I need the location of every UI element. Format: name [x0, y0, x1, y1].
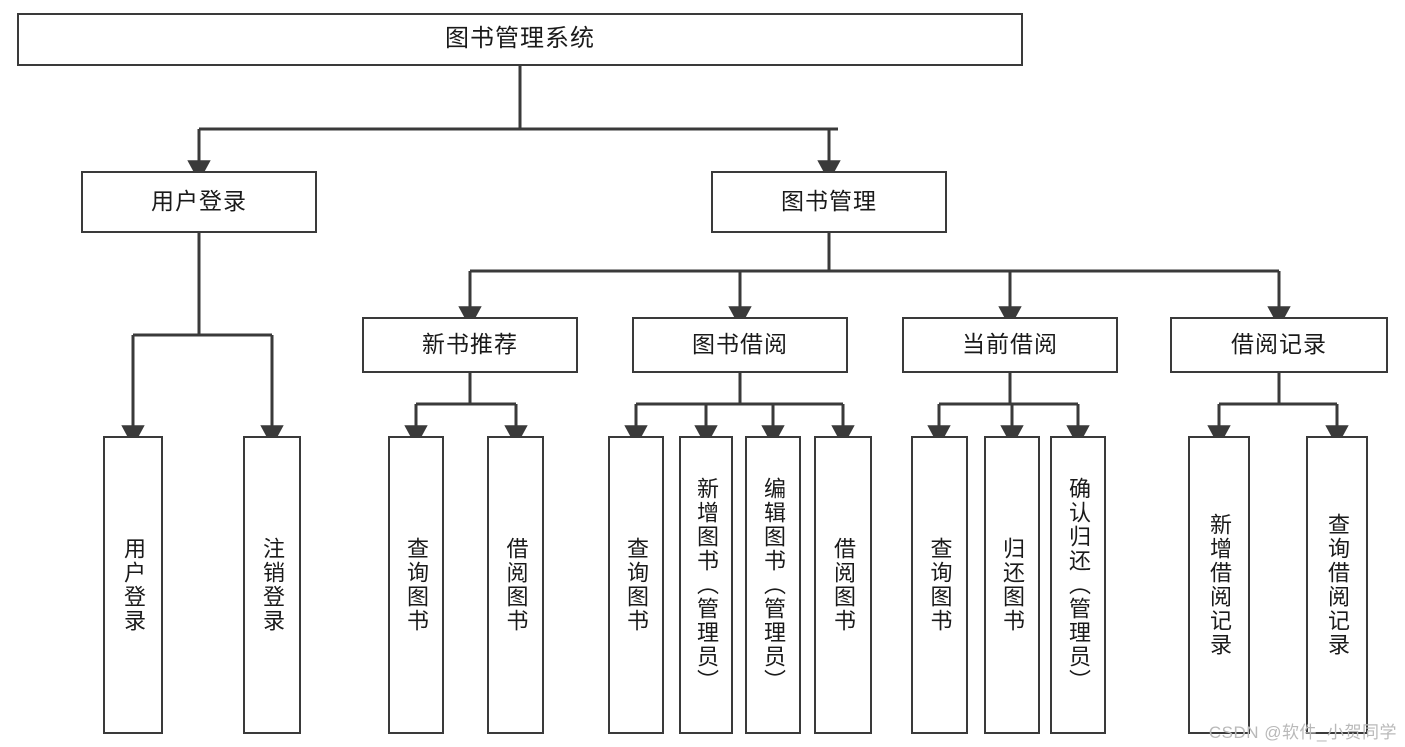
node-label: 编辑图书（管理员）	[760, 477, 786, 693]
node-leaf-query-borrow-record[interactable]: 查询借阅记录	[1306, 436, 1368, 734]
node-leaf-return-book[interactable]: 归还图书	[984, 436, 1040, 734]
node-leaf-edit-book-admin[interactable]: 编辑图书（管理员）	[745, 436, 801, 734]
node-label: 确认归还（管理员）	[1065, 477, 1091, 693]
node-label: 图书借阅	[692, 331, 788, 358]
node-label: 新书推荐	[422, 331, 518, 358]
node-label: 归还图书	[999, 537, 1025, 633]
node-label: 用户登录	[151, 188, 247, 215]
node-label: 新增图书（管理员）	[693, 477, 719, 693]
node-user-login[interactable]: 用户登录	[81, 171, 317, 233]
node-label: 借阅图书	[830, 537, 856, 633]
node-label: 新增借阅记录	[1206, 513, 1232, 657]
node-label: 查询借阅记录	[1324, 513, 1350, 657]
node-label: 借阅图书	[503, 537, 529, 633]
node-leaf-query-book-recommend[interactable]: 查询图书	[388, 436, 444, 734]
node-label: 图书管理	[781, 188, 877, 215]
node-leaf-confirm-return-admin[interactable]: 确认归还（管理员）	[1050, 436, 1106, 734]
node-borrow-record[interactable]: 借阅记录	[1170, 317, 1388, 373]
node-leaf-logout[interactable]: 注销登录	[243, 436, 301, 734]
node-root-book-management-system[interactable]: 图书管理系统	[17, 13, 1023, 66]
node-label: 查询图书	[927, 537, 953, 633]
node-label: 当前借阅	[962, 331, 1058, 358]
node-book-borrow[interactable]: 图书借阅	[632, 317, 848, 373]
node-label: 借阅记录	[1231, 331, 1327, 358]
node-book-management[interactable]: 图书管理	[711, 171, 947, 233]
node-label: 查询图书	[623, 537, 649, 633]
node-label: 用户登录	[120, 537, 146, 633]
node-leaf-add-book-admin[interactable]: 新增图书（管理员）	[679, 436, 733, 734]
node-leaf-query-book-borrow[interactable]: 查询图书	[608, 436, 664, 734]
node-label: 注销登录	[259, 537, 285, 633]
node-leaf-borrow-book-recommend[interactable]: 借阅图书	[487, 436, 544, 734]
csdn-watermark: CSDN @软件_小贺同学	[1208, 723, 1397, 742]
node-current-borrow[interactable]: 当前借阅	[902, 317, 1118, 373]
node-label: 图书管理系统	[445, 25, 595, 53]
node-leaf-query-book-current[interactable]: 查询图书	[911, 436, 968, 734]
node-new-book-recommend[interactable]: 新书推荐	[362, 317, 578, 373]
node-leaf-add-borrow-record[interactable]: 新增借阅记录	[1188, 436, 1250, 734]
node-label: 查询图书	[403, 537, 429, 633]
node-leaf-user-login[interactable]: 用户登录	[103, 436, 163, 734]
node-leaf-borrow-book[interactable]: 借阅图书	[814, 436, 872, 734]
